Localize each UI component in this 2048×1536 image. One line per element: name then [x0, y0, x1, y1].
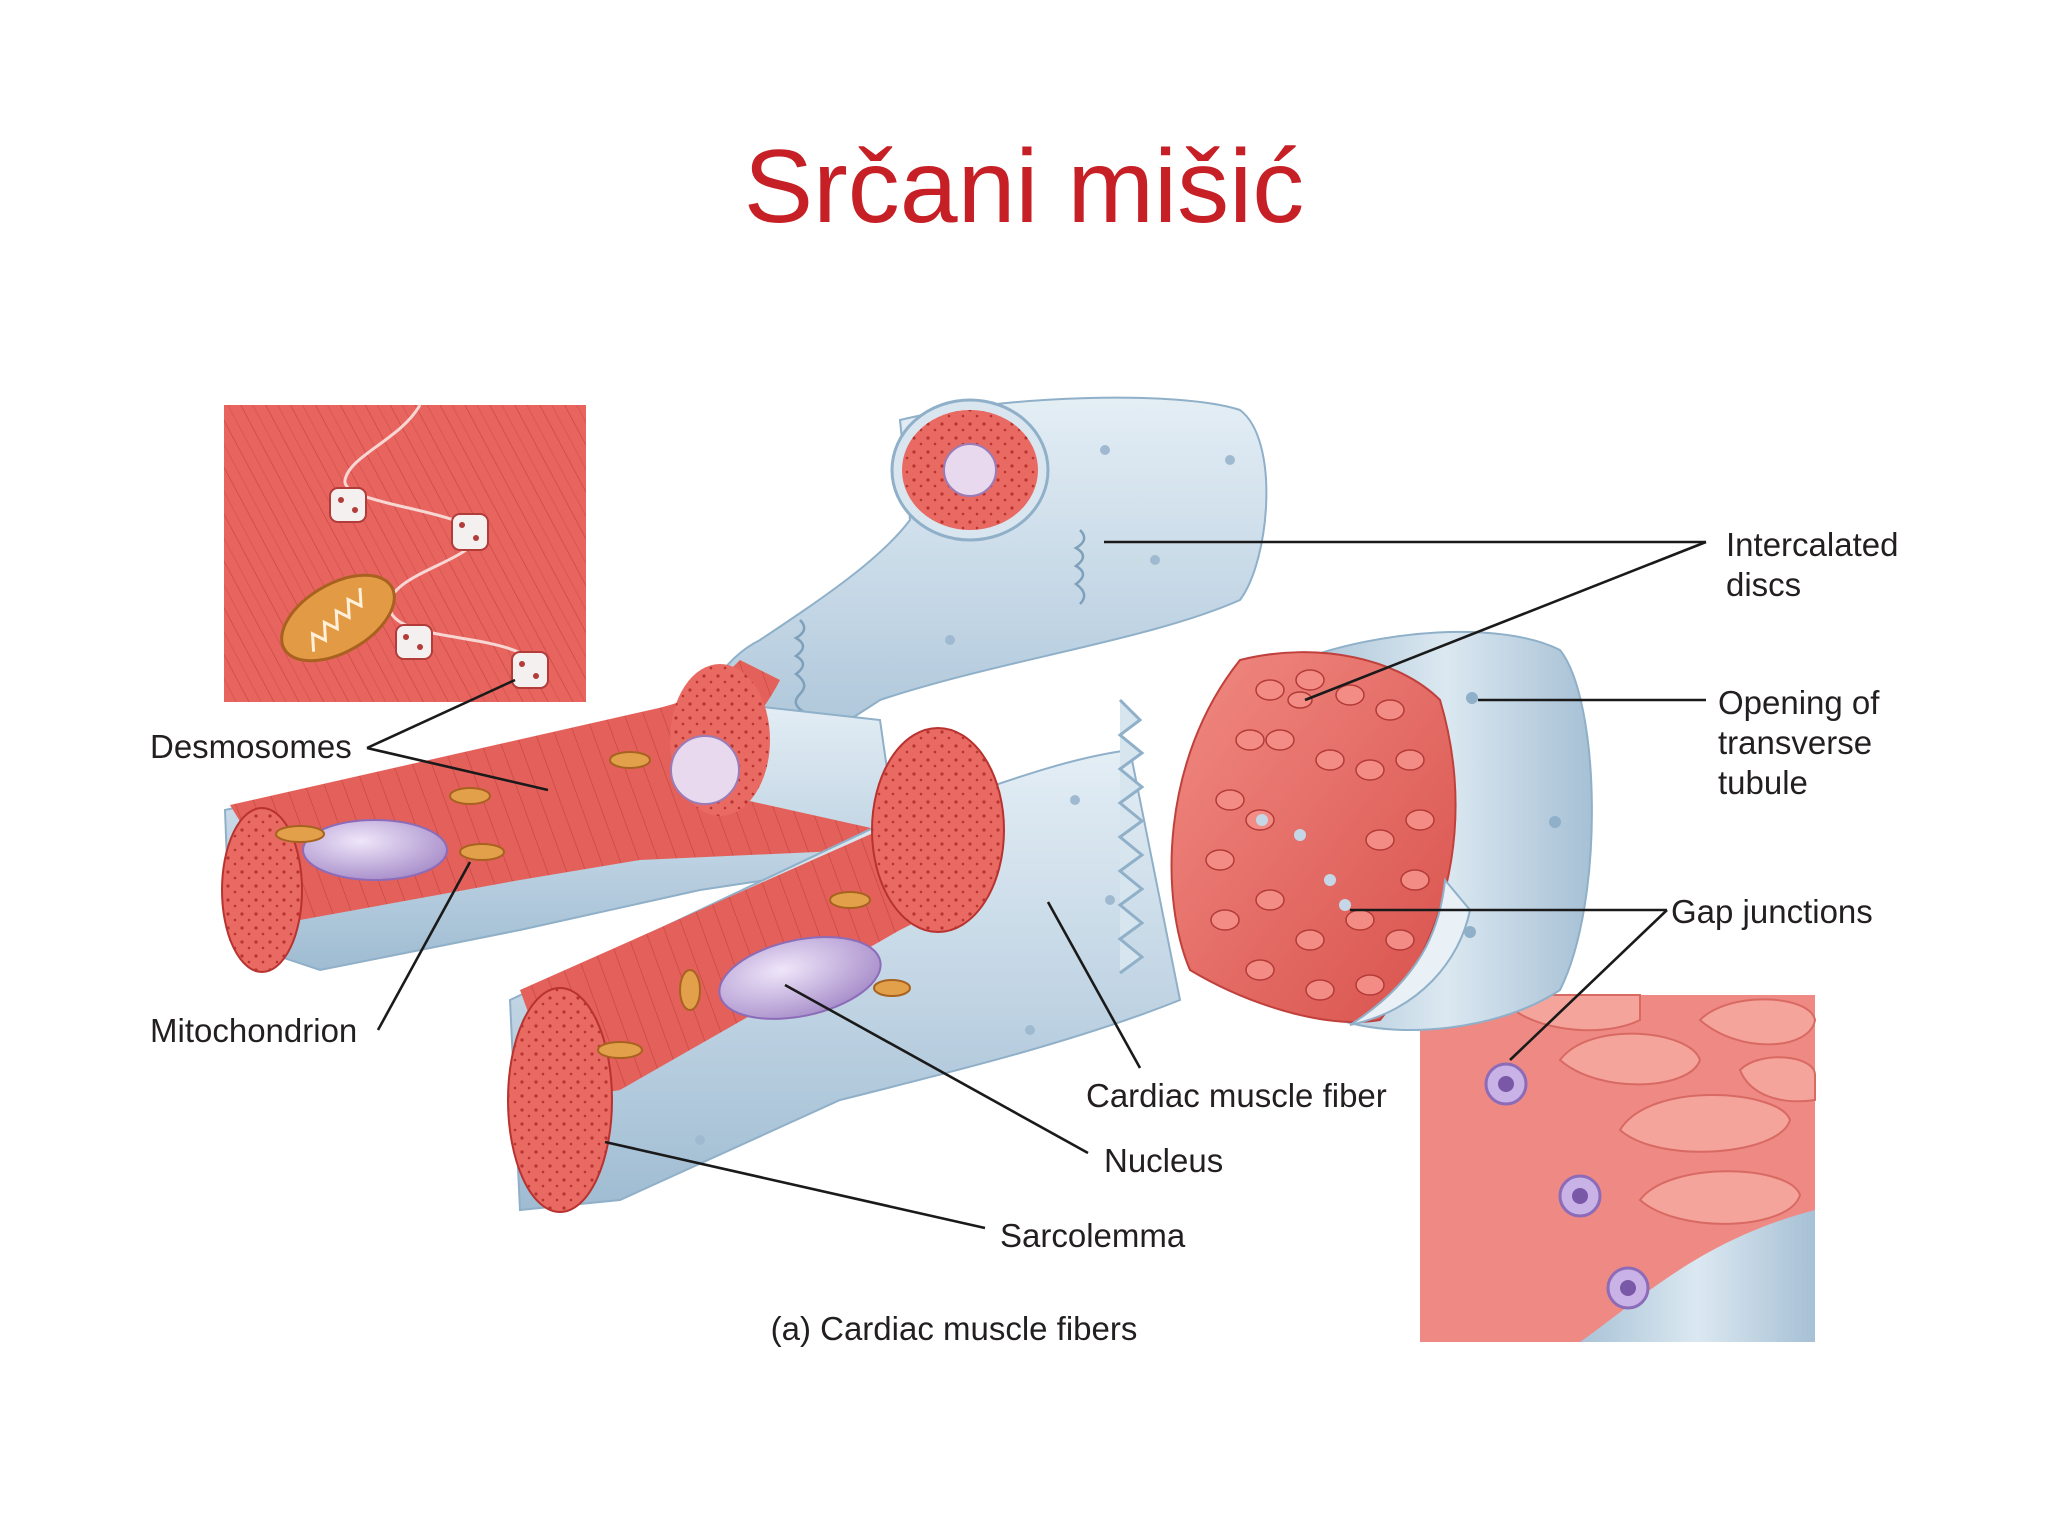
mitochondrion: [829, 891, 871, 909]
mitochondrion: [459, 843, 505, 861]
mitochondrion: [609, 751, 651, 769]
desmosome-plaque: [511, 651, 549, 689]
gap-junction-channel: [1606, 1266, 1650, 1310]
leader-lines: [366, 540, 1707, 1230]
label-mitochondrion: Mitochondrion: [150, 1012, 357, 1049]
label-nucleus: Nucleus: [1104, 1142, 1223, 1179]
left-muscle-fiber: [221, 660, 902, 973]
desmosome-plaque: [395, 624, 433, 660]
gap-junction-channel: [1484, 1062, 1528, 1106]
desmosome-plaque: [329, 487, 367, 523]
label-opening-line2: transverse: [1718, 724, 1872, 761]
right-muscle-fiber: [1170, 630, 1593, 1031]
lower-muscle-fiber: [507, 698, 1182, 1213]
label-desmosomes: Desmosomes: [150, 728, 352, 765]
gap-junction-channel: [1558, 1174, 1602, 1218]
label-sarcolemma: Sarcolemma: [1000, 1217, 1186, 1254]
label-intercalated-discs-line1: Intercalated: [1726, 526, 1898, 563]
desmosome-plaque: [451, 513, 489, 551]
label-opening-line3: tubule: [1718, 764, 1808, 801]
label-gap-junctions: Gap junctions: [1671, 893, 1873, 930]
mitochondrion: [275, 825, 325, 843]
mitochondrion: [679, 969, 701, 1011]
label-intercalated-discs-line2: discs: [1726, 566, 1801, 603]
mitochondrion: [873, 979, 911, 997]
mitochondrion-inset: [280, 573, 396, 663]
label-cardiac-muscle-fiber: Cardiac muscle fiber: [1086, 1077, 1387, 1114]
diagram-caption: (a) Cardiac muscle fibers: [771, 1310, 1138, 1347]
mitochondrion: [597, 1041, 643, 1059]
gap-junction-inset: [1420, 994, 1817, 1342]
label-opening-line1: Opening of: [1718, 684, 1880, 721]
mitochondrion: [449, 787, 491, 805]
desmosome-inset: [224, 404, 586, 702]
slide-title: Srčani mišić: [743, 129, 1305, 245]
